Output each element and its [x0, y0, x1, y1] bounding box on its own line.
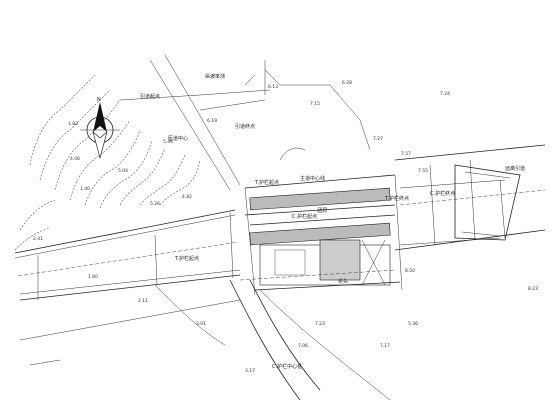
- elevation-value: 6.13: [268, 84, 278, 90]
- north-arrow: N: [80, 97, 120, 160]
- elevation-value: 5.46: [163, 139, 173, 145]
- north-label: N: [97, 97, 101, 103]
- elevation-value: 3.01: [196, 321, 206, 327]
- terrain-contours: [14, 74, 201, 251]
- label-h: 涵洞: [317, 207, 327, 214]
- elevation-value: 4.82: [182, 194, 192, 200]
- elevation-value: 7.15: [310, 101, 320, 107]
- label-g: C.护栏起点: [292, 213, 317, 220]
- elevation-value: 1.60: [88, 274, 98, 280]
- label-e: 桥头: [338, 278, 348, 285]
- elevation-value: 6.19: [207, 118, 217, 124]
- elevation-value: 2.41: [33, 236, 43, 242]
- label-b: T.护栏起点: [254, 179, 279, 186]
- label-left-top: 引道起点: [140, 93, 160, 100]
- elevation-points: 6.28 7.24 6.13 7.15 7.27 1.83 4.06 5.04 …: [33, 80, 538, 374]
- bridge-structure: [239, 174, 403, 296]
- elevation-value: 7.17: [380, 343, 390, 349]
- elevation-value: 7.27: [373, 136, 383, 142]
- right-road: [394, 144, 546, 251]
- right-end-structure: [454, 164, 521, 241]
- elevation-value: 8.23: [528, 286, 538, 292]
- elevation-value: 1.83: [68, 121, 78, 127]
- elevation-value: 3.17: [245, 368, 255, 374]
- label-top: 纵坡率测: [205, 73, 225, 80]
- elevation-value: 7.57: [401, 151, 411, 157]
- label-bottom: C.护栏中心桩: [272, 363, 302, 370]
- upper-boundaries: [119, 54, 371, 191]
- label-i: C.护栏终点: [430, 190, 455, 197]
- elevation-value: 5.04: [118, 168, 128, 174]
- elevation-value: 7.23: [315, 321, 325, 327]
- elevation-value: 6.28: [342, 80, 352, 86]
- elevation-value: 5.36: [408, 321, 418, 327]
- text-labels: 纵坡率测 引道起点 引道终点 远离引道 匝道中心 T.护栏起点 主道中心线 T.…: [140, 73, 525, 370]
- elevation-value: 7.24: [440, 91, 450, 97]
- elevation-value: 7.55: [418, 168, 428, 174]
- label-f: T.护栏起点: [174, 255, 199, 262]
- elevation-value: 8.50: [405, 268, 415, 274]
- label-right: 远离引道: [505, 165, 525, 172]
- label-c: 主道中心线: [300, 175, 325, 182]
- elevation-value: 5.26: [150, 201, 160, 207]
- label-d: T.护栏终点: [384, 195, 409, 202]
- elevation-value: 4.06: [70, 156, 80, 162]
- lower-road: [19, 279, 391, 401]
- label-road-mid: 引道终点: [235, 123, 255, 130]
- elevation-value: 7.06: [298, 343, 308, 349]
- main-road: [14, 209, 241, 301]
- label-a: 匝道中心: [168, 135, 188, 142]
- elevation-value: 2.11: [138, 298, 148, 304]
- elevation-value: 1.40: [80, 186, 90, 192]
